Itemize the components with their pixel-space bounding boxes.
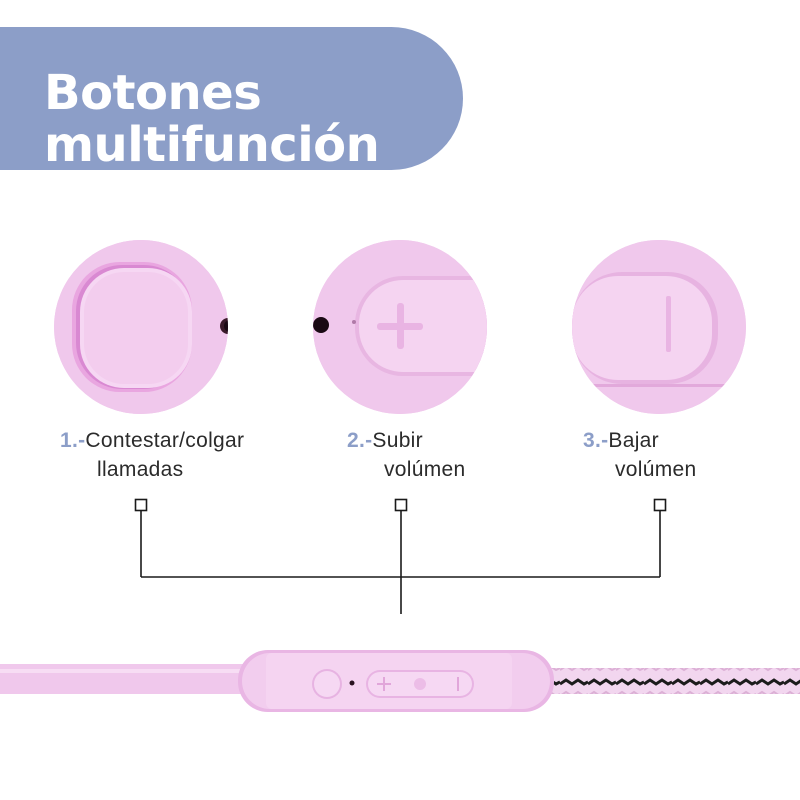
caption-text: Subir: [372, 429, 423, 452]
answer-button-detail: [54, 240, 228, 414]
minus-icon: [572, 240, 746, 414]
round-button-icon: [54, 240, 228, 414]
caption-text: Bajar: [608, 429, 659, 452]
caption-volume-up: 2.-Subir volúmen: [347, 426, 465, 484]
caption-answer: 1.-Contestar/colgar llamadas: [60, 426, 244, 484]
title-line-2: multifunción: [44, 117, 380, 173]
caption-text-line2: volúmen: [384, 458, 466, 481]
caption-text: Contestar/colgar: [85, 429, 245, 452]
title-line-1: Botones: [44, 65, 262, 121]
volume-up-detail: [313, 240, 487, 414]
caption-number: 2.-: [347, 429, 373, 452]
caption-text-line2: volúmen: [615, 458, 697, 481]
caption-number: 1.-: [60, 429, 86, 452]
title-banner: Botones multifunción: [0, 27, 463, 173]
caption-volume-down: 3.-Bajar volúmen: [583, 426, 696, 484]
plus-icon: [313, 240, 487, 414]
connector-lines: [134, 498, 667, 614]
caption-number: 3.-: [583, 429, 609, 452]
volume-down-detail: [572, 240, 746, 414]
page-title: Botones multifunción: [44, 65, 380, 173]
caption-text-line2: llamadas: [97, 458, 184, 481]
